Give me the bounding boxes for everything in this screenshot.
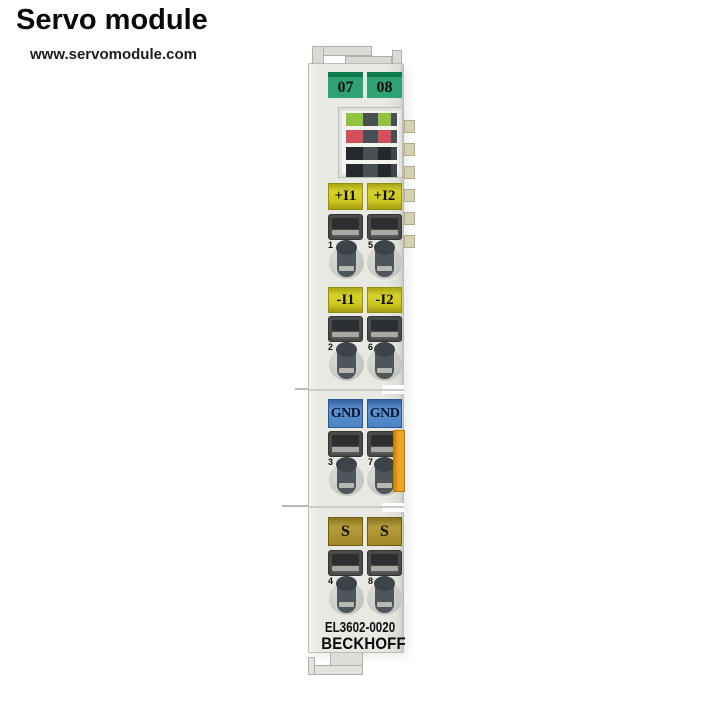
led-gap: [363, 130, 378, 143]
terminal-number-8: 8: [368, 576, 374, 586]
page-title: Servo module: [16, 4, 208, 36]
model-number: EL3602-0020: [324, 620, 396, 636]
led-off-right: [378, 164, 391, 177]
release-lever[interactable]: [336, 342, 357, 379]
brand-name: BECKHOFF: [321, 634, 406, 653]
release-lever[interactable]: [374, 457, 395, 494]
led-red-left: [346, 130, 363, 143]
orange-coding-tab: [393, 430, 405, 492]
housing-post-right: [392, 50, 402, 64]
terminal-contact-2[interactable]: [328, 316, 363, 342]
bus-contact-tab: [404, 143, 415, 156]
release-lever[interactable]: [374, 576, 395, 613]
terminal-number-3: 3: [328, 457, 334, 467]
release-button-8[interactable]: [367, 576, 402, 615]
led-row-off-2: [346, 164, 397, 177]
led-row-green: [346, 113, 397, 126]
terminal-contact-4[interactable]: [328, 550, 363, 576]
terminal-number-6: 6: [368, 342, 374, 352]
release-button-4[interactable]: [329, 576, 364, 615]
channel-label-08: 08: [367, 72, 402, 98]
housing-joint-line: [308, 389, 404, 391]
led-gap: [363, 164, 378, 177]
signal-label-minus-i2: -I2: [367, 287, 402, 313]
led-row-red: [346, 130, 397, 143]
terminal-number-2: 2: [328, 342, 334, 352]
terminal-contact-3[interactable]: [328, 431, 363, 457]
release-lever[interactable]: [374, 342, 395, 379]
mounting-foot-bar: [308, 665, 363, 675]
housing-step: [345, 56, 392, 64]
bus-contact-tab: [404, 235, 415, 248]
release-lever[interactable]: [336, 457, 357, 494]
terminal-number-5: 5: [368, 240, 374, 250]
bus-contact-tab: [404, 120, 415, 133]
led-off-right: [378, 147, 391, 160]
release-button-5[interactable]: [367, 240, 402, 279]
release-button-6[interactable]: [367, 342, 402, 381]
signal-label-s-right: S: [367, 517, 402, 546]
housing-joint-line: [308, 506, 404, 508]
terminal-contact-1[interactable]: [328, 214, 363, 240]
terminal-number-4: 4: [328, 576, 334, 586]
terminal-contact-6[interactable]: [367, 316, 402, 342]
signal-label-minus-i1: -I1: [328, 287, 363, 313]
release-lever[interactable]: [374, 240, 395, 277]
terminal-contact-8[interactable]: [367, 550, 402, 576]
release-button-1[interactable]: [329, 240, 364, 279]
terminal-number-1: 1: [328, 240, 334, 250]
signal-label-s-left: S: [328, 517, 363, 546]
bus-contact-tab: [404, 189, 415, 202]
terminal-contact-5[interactable]: [367, 214, 402, 240]
release-lever[interactable]: [336, 240, 357, 277]
website-url: www.servomodule.com: [30, 46, 197, 63]
channel-label-07: 07: [328, 72, 363, 98]
terminal-number-7: 7: [368, 457, 374, 467]
led-green-right: [378, 113, 391, 126]
release-button-3[interactable]: [329, 457, 364, 496]
release-button-2[interactable]: [329, 342, 364, 381]
mounting-foot-post: [308, 657, 315, 675]
housing-joint-tick: [282, 505, 308, 507]
signal-label-gnd-left: GND: [328, 399, 363, 428]
led-gap: [363, 147, 378, 160]
bus-contact-tab: [404, 166, 415, 179]
release-lever[interactable]: [336, 576, 357, 613]
led-row-off-1: [346, 147, 397, 160]
led-green-left: [346, 113, 363, 126]
led-gap: [363, 113, 378, 126]
led-off-left: [346, 147, 363, 160]
led-panel: [338, 107, 403, 178]
led-red-right: [378, 130, 391, 143]
housing-joint-tick: [295, 388, 308, 390]
led-off-left: [346, 164, 363, 177]
bus-contact-tab: [404, 212, 415, 225]
signal-label-gnd-right: GND: [367, 399, 402, 428]
signal-label-plus-i2: +I2: [367, 183, 402, 210]
signal-label-plus-i1: +I1: [328, 183, 363, 210]
terminal-module-photo: 07 08 +I1 +I2 1 5 -I1 -I2 2 6: [282, 44, 418, 684]
